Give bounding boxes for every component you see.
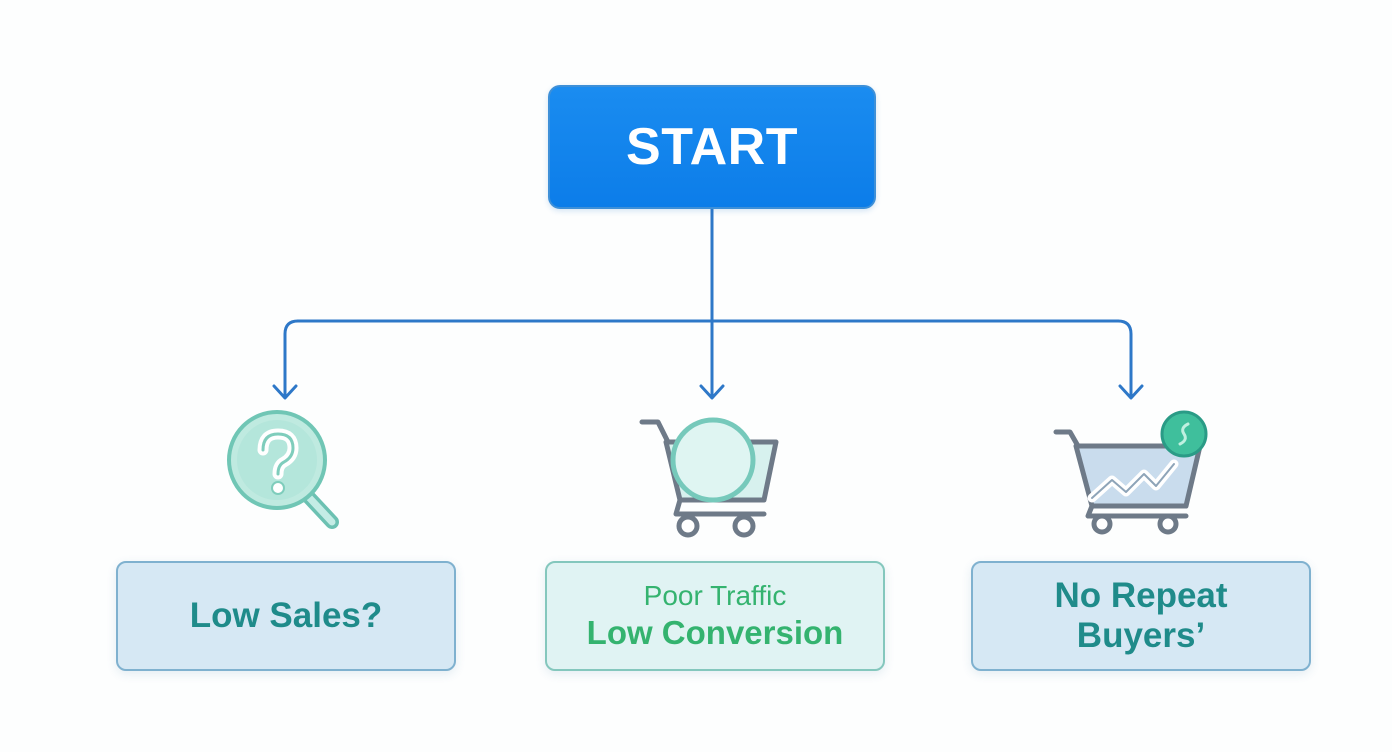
right-branch-line xyxy=(1116,319,1133,398)
branch-label-line: Low Conversion xyxy=(586,614,844,651)
left-arrowhead xyxy=(272,384,298,400)
shopping-cart-icon xyxy=(639,417,779,538)
branch-label-line: No Repeat xyxy=(1054,576,1228,615)
left-branch-line xyxy=(283,319,300,398)
right-arrowhead xyxy=(1118,384,1144,400)
branch-box-no-repeat-buyers: No Repeat Buyers’ xyxy=(971,561,1311,671)
cart-chart-coin-icon xyxy=(1053,410,1208,535)
middle-arrowhead xyxy=(699,384,725,400)
branch-label-line: Buyers’ xyxy=(1076,616,1206,655)
branch-label-line: Low Sales? xyxy=(189,596,383,635)
branch-label-line: Poor Traffic xyxy=(643,580,787,611)
magnifier-question-icon xyxy=(227,410,339,529)
branch-box-poor-traffic: Poor Traffic Low Conversion xyxy=(545,561,885,671)
branch-box-low-sales: Low Sales? xyxy=(116,561,456,671)
start-label: START xyxy=(626,118,798,176)
start-node: START xyxy=(548,85,876,209)
